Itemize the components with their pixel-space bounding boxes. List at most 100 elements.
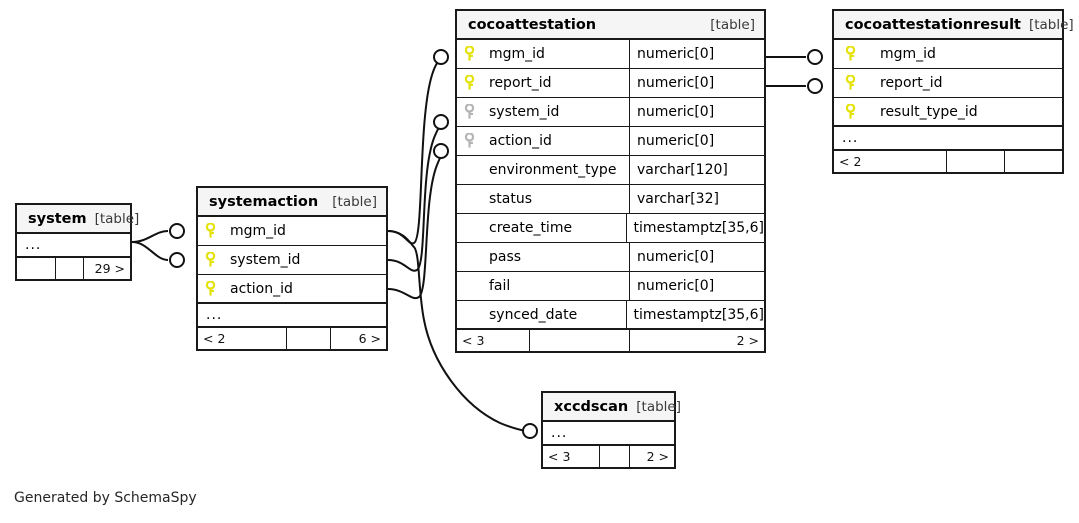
table-row[interactable]: mgm_id numeric[0] (457, 40, 764, 69)
column-type: varchar[120] (629, 156, 764, 184)
table-cocoattestation-tag: [table] (710, 16, 755, 33)
table-system-header: system [table] (17, 205, 139, 234)
table-row[interactable]: action_id numeric[0] (457, 127, 764, 156)
column-name: fail (489, 278, 511, 294)
table-system-footer-middle (55, 258, 83, 279)
column-type: numeric[0] (629, 127, 764, 155)
column-type: varchar[32] (629, 185, 764, 213)
table-xccdscan-footer-right: 2 > (629, 446, 674, 467)
table-systemaction-name: systemaction (209, 193, 319, 210)
table-system-name: system (28, 210, 87, 227)
table-row[interactable]: report_id numeric[0] (457, 69, 764, 98)
table-row[interactable]: system_id (198, 246, 386, 275)
table-systemaction[interactable]: systemaction [table] mgm_id system_id ac… (196, 186, 388, 351)
table-system-footer-left (17, 258, 55, 279)
table-cocoattestationresult-tag: [table] (1028, 16, 1074, 33)
column-name: action_id (489, 133, 552, 149)
key-icon-primary (198, 275, 222, 302)
column-type: numeric[0] (629, 272, 764, 300)
column-name: system_id (489, 104, 560, 120)
table-cocoattestationresult-ellipsis-row: ... (834, 127, 1062, 151)
column-name: synced_date (489, 306, 578, 323)
table-row[interactable]: mgm_id (198, 217, 386, 246)
table-row[interactable]: pass numeric[0] (457, 243, 764, 272)
table-row[interactable]: mgm_id (834, 40, 1062, 69)
column-name: result_type_id (880, 103, 978, 120)
key-icon-none (457, 185, 481, 213)
table-xccdscan-footer: < 3 2 > (543, 446, 674, 467)
table-row[interactable]: create_time timestamptz[35,6] (457, 214, 764, 243)
table-row[interactable]: environment_type varchar[120] (457, 156, 764, 185)
edge-system-systemaction-systemid (131, 241, 169, 261)
key-icon-primary (457, 40, 481, 68)
key-icon-foreign (457, 127, 481, 155)
table-row[interactable]: system_id numeric[0] (457, 98, 764, 127)
table-cocoattestation-footer-left: < 3 (462, 333, 485, 348)
table-systemaction-footer-right: 6 > (330, 328, 386, 349)
key-icon-primary (838, 98, 862, 125)
table-xccdscan-footer-left: < 3 (548, 449, 571, 464)
key-icon-foreign (457, 98, 481, 126)
table-row[interactable]: synced_date timestamptz[35,6] (457, 301, 764, 330)
column-name: status (489, 191, 533, 207)
table-systemaction-tag: [table] (332, 193, 377, 210)
table-system[interactable]: system [table] ... 29 > (15, 203, 139, 281)
table-systemaction-footer-middle (286, 328, 330, 349)
column-type: numeric[0] (629, 98, 764, 126)
column-type: numeric[0] (629, 40, 764, 68)
table-cocoattestationresult-footer-left: < 2 (839, 154, 862, 169)
table-systemaction-footer-left: < 2 (203, 331, 226, 346)
table-systemaction-ellipsis-row: ... (198, 304, 386, 328)
table-row[interactable]: result_type_id (834, 98, 1062, 127)
table-xccdscan-ellipsis-row: ... (543, 422, 674, 446)
column-name: pass (489, 249, 522, 265)
table-xccdscan-header: xccdscan [table] (543, 393, 681, 422)
column-type: numeric[0] (629, 243, 764, 271)
table-cocoattestation[interactable]: cocoattestation [table] mgm_id numeric[0… (455, 9, 766, 353)
key-icon-primary (198, 217, 222, 245)
table-cocoattestation-footer: < 3 2 > (457, 330, 764, 351)
key-icon-primary (198, 246, 222, 274)
table-row[interactable]: report_id (834, 69, 1062, 98)
table-cocoattestation-header: cocoattestation [table] (457, 11, 764, 40)
edge-systemaction-cocoattestation-mgmid (387, 56, 445, 245)
table-cocoattestation-footer-middle (529, 330, 629, 351)
column-name: report_id (489, 75, 552, 91)
table-row[interactable]: fail numeric[0] (457, 272, 764, 301)
key-icon-none (457, 243, 481, 271)
table-cocoattestationresult[interactable]: cocoattestationresult [table] mgm_id rep… (832, 9, 1074, 174)
key-icon-none (457, 272, 481, 300)
key-icon-primary (457, 69, 481, 97)
edge-system-systemaction-mgmid (131, 230, 169, 243)
table-system-footer-right: 29 > (83, 258, 130, 279)
column-name: create_time (489, 220, 573, 236)
column-type: timestamptz[35,6] (625, 214, 764, 242)
column-name: mgm_id (230, 223, 286, 239)
column-name: system_id (230, 252, 301, 268)
table-row[interactable]: status varchar[32] (457, 185, 764, 214)
table-xccdscan-tag: [table] (636, 398, 681, 415)
table-xccdscan[interactable]: xccdscan [table] ... < 3 2 > (541, 391, 681, 469)
table-cocoattestationresult-name: cocoattestationresult (845, 16, 1021, 33)
table-system-footer: 29 > (17, 258, 130, 279)
column-name: environment_type (489, 162, 617, 178)
table-row[interactable]: action_id (198, 275, 386, 304)
key-icon-none (457, 214, 481, 242)
table-xccdscan-name: xccdscan (554, 398, 629, 415)
table-xccdscan-footer-middle (599, 446, 629, 467)
table-systemaction-header: systemaction [table] (198, 188, 386, 217)
table-cocoattestationresult-header: cocoattestationresult [table] (834, 11, 1074, 40)
table-systemaction-footer: < 2 6 > (198, 328, 386, 349)
table-cocoattestation-footer-right: 2 > (629, 330, 764, 351)
table-cocoattestation-name: cocoattestation (468, 16, 597, 33)
column-type: timestamptz[35,6] (625, 301, 764, 328)
column-name: mgm_id (880, 46, 936, 62)
key-icon-none (457, 301, 481, 328)
edge-systemaction-cocoattestation-actionid (387, 150, 447, 300)
table-cocoattestationresult-footer: < 2 (834, 151, 1062, 172)
generated-by-credit: Generated by SchemaSpy (14, 490, 197, 506)
table-system-ellipsis-row: ... (17, 234, 130, 258)
column-name: mgm_id (489, 46, 545, 62)
edge-systemaction-cocoattestation-systemid (387, 121, 445, 272)
